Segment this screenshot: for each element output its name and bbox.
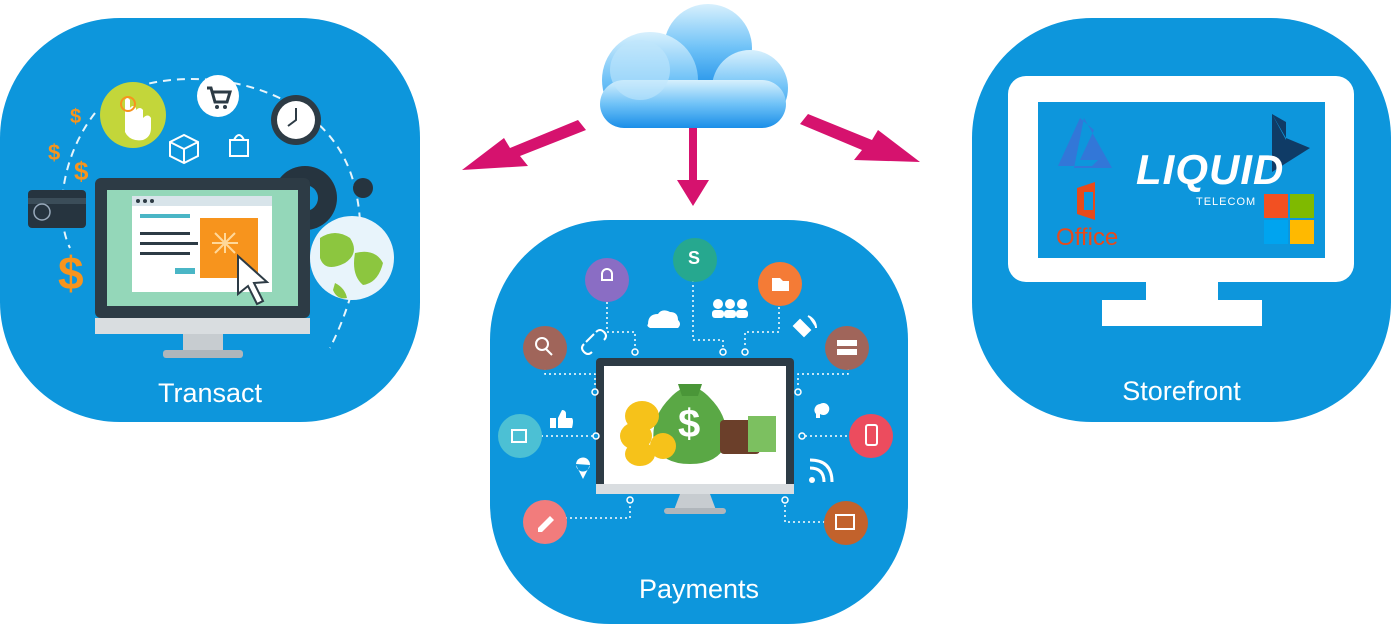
dollar-icon: $ — [74, 156, 89, 186]
rss-icon — [809, 458, 834, 483]
server-icon — [825, 326, 869, 370]
arrow-to-storefront — [800, 114, 920, 162]
cloud-icon — [600, 4, 788, 128]
touch-icon — [100, 82, 166, 148]
lightbulb-icon — [814, 403, 830, 418]
office-logo — [1077, 182, 1095, 220]
users-icon — [712, 299, 748, 318]
transact-illustration — [28, 75, 394, 358]
cursor-click-icon — [237, 253, 270, 306]
arrow-to-transact — [462, 120, 586, 170]
payments-label: Payments — [638, 574, 760, 604]
cloud-small-icon — [647, 310, 680, 328]
transact-tile[interactable]: $ $ $ $ Transact — [0, 18, 420, 422]
arrow-to-payments — [677, 128, 709, 206]
dollar-icon: $ — [70, 106, 82, 128]
shopping-bag-icon — [229, 134, 249, 157]
payments-illustration — [498, 238, 893, 545]
storefront-label: Storefront — [1122, 376, 1241, 406]
azure-logo — [1058, 118, 1112, 168]
sharepoint-icon — [673, 238, 717, 282]
web-settings-icon — [824, 501, 868, 545]
dollar-icon: $ — [48, 140, 61, 165]
search-icon — [523, 326, 567, 370]
dollar-icon: $ — [678, 402, 701, 446]
shopping-cart-icon — [197, 75, 239, 117]
dynamics-logo — [1272, 114, 1310, 172]
globe-icon — [310, 216, 394, 300]
wallet-icon — [720, 416, 776, 454]
package-icon — [169, 133, 199, 165]
storefront-illustration — [1008, 76, 1354, 326]
location-pin-icon — [576, 457, 590, 479]
web-settings-icon — [498, 414, 542, 458]
coins-icon — [620, 401, 676, 466]
computer-monitor-icon — [95, 178, 310, 358]
mobile-payment-icon — [849, 414, 893, 458]
thumbs-up-icon — [550, 410, 573, 428]
satellite-icon — [792, 315, 817, 338]
credit-card-icon — [28, 190, 86, 228]
transact-label: Transact — [157, 378, 263, 408]
link-icon — [581, 329, 607, 355]
clock-icon — [271, 95, 321, 145]
office-label: Office — [1056, 224, 1119, 251]
windows-logo — [1264, 194, 1314, 244]
sharepoint-letter: S — [688, 248, 701, 268]
dollar-icon: $ — [58, 247, 84, 299]
liquid-telecom-sub: TELECOM — [1196, 196, 1257, 208]
liquid-telecom-logo: LIQUID — [1136, 146, 1285, 193]
payments-tile[interactable]: S $ Payments — [490, 220, 908, 624]
storefront-tile[interactable]: LIQUID TELECOM Office Storefront — [972, 18, 1391, 422]
